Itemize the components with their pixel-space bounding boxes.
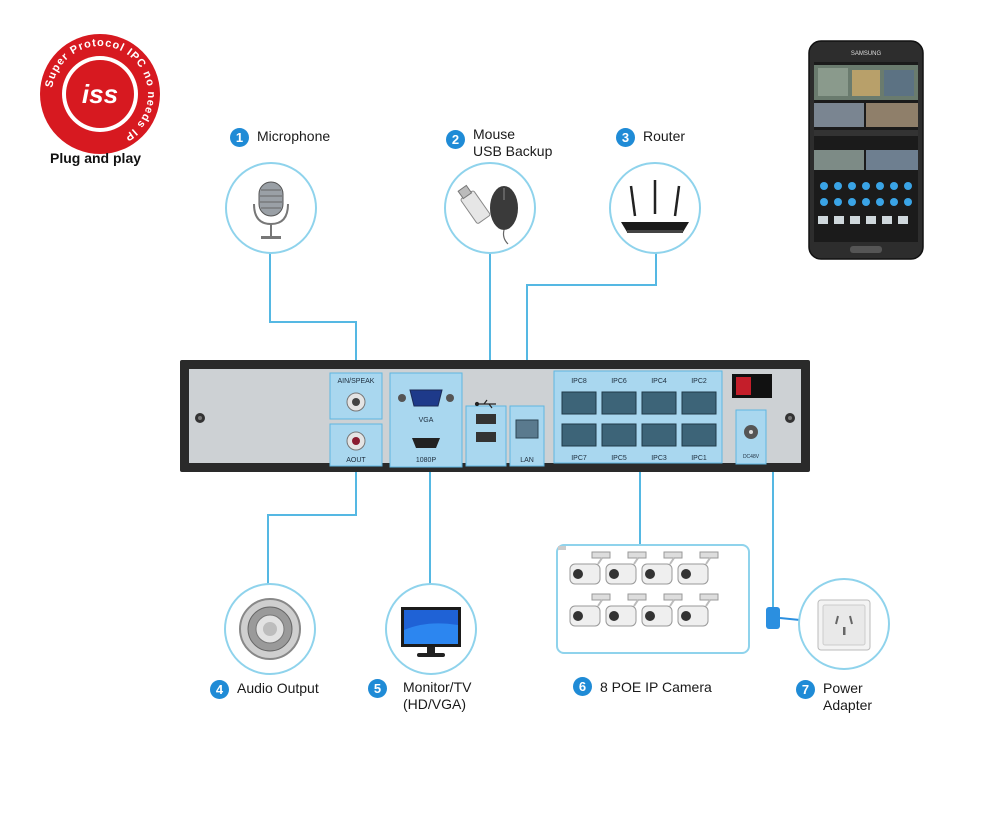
port-label-bottom-3: IPC3 [651,455,667,462]
bullet-camera-icons [558,546,719,627]
lan-label: LAN [520,457,534,464]
port-label-top-3: IPC4 [651,378,667,385]
microphone-bubble [225,162,317,254]
callout-mouse-usb: 2 Mouse USB Backup [446,126,552,160]
microphone-icon [253,181,289,239]
router-bubble [609,162,701,254]
speaker-jack-icon [239,598,301,660]
callout-number: 7 [796,680,815,699]
usb-icon [474,399,496,409]
brand-logo: Super Protocol IPC no needs IP iss [38,32,162,156]
callout-audio-output: 4 Audio Output [210,680,319,699]
callout-ip-cameras: 6 8 POE IP Camera [573,677,712,696]
monitor-bubble [385,583,477,675]
port-label-top-2: IPC6 [611,378,627,385]
router-icon [621,180,689,233]
power-plug-icon [766,607,801,629]
dc-label: DC48V [743,454,760,460]
camera-group [556,544,750,654]
port-label-top-4: IPC2 [691,378,707,385]
callout-number: 5 [368,679,387,698]
vga-label: VGA [419,417,434,424]
callout-label: Router [643,128,686,144]
audio-output-bubble [224,583,316,675]
port-label-bottom-2: IPC5 [611,455,627,462]
callout-label: Adapter [823,697,873,713]
callout-microphone: 1 Microphone [230,128,330,147]
callout-number: 1 [230,128,249,147]
callout-label: Monitor/TV [403,679,472,695]
aout-label: AOUT [346,457,366,464]
monitor-icon [401,607,461,657]
mouse-usb-bubble [444,162,536,254]
callout-label: 8 POE IP Camera [600,679,712,695]
logo-tagline: Plug and play [50,150,142,166]
callout-power-adapter: 7 Power Adapter [796,680,872,714]
callout-label: Power [823,680,863,696]
ain-speak-label: AIN/SPEAK [338,378,375,385]
port-label-top-1: IPC8 [571,378,587,385]
callout-label: (HD/VGA) [403,696,466,712]
port-label-bottom-4: IPC1 [691,455,707,462]
logo-brand: iss [82,79,118,109]
callout-monitor-tv: 5 Monitor/TV (HD/VGA) [368,679,471,713]
callout-label: USB Backup [473,143,553,159]
wall-socket-icon [817,599,871,651]
callout-number: 6 [573,677,592,696]
power-outlet-bubble [798,578,890,670]
phone-brand: SAMSUNG [851,51,882,57]
port-label-bottom-1: IPC7 [571,455,587,462]
nvr-back-panel: AIN/SPEAK AOUT VGA 1080P LAN IPC8 IPC6 I… [180,360,810,472]
callout-label: Microphone [257,128,331,144]
callout-number: 3 [616,128,635,147]
callout-number: 4 [210,680,229,699]
callout-number: 2 [446,130,465,149]
mouse-icon [457,184,518,245]
callout-router: 3 Router [616,128,685,147]
callout-label: Audio Output [237,680,319,696]
hdmi-1080p-label: 1080P [416,457,437,464]
smartphone: SAMSUNG [808,40,924,260]
callout-label: Mouse [473,126,516,142]
